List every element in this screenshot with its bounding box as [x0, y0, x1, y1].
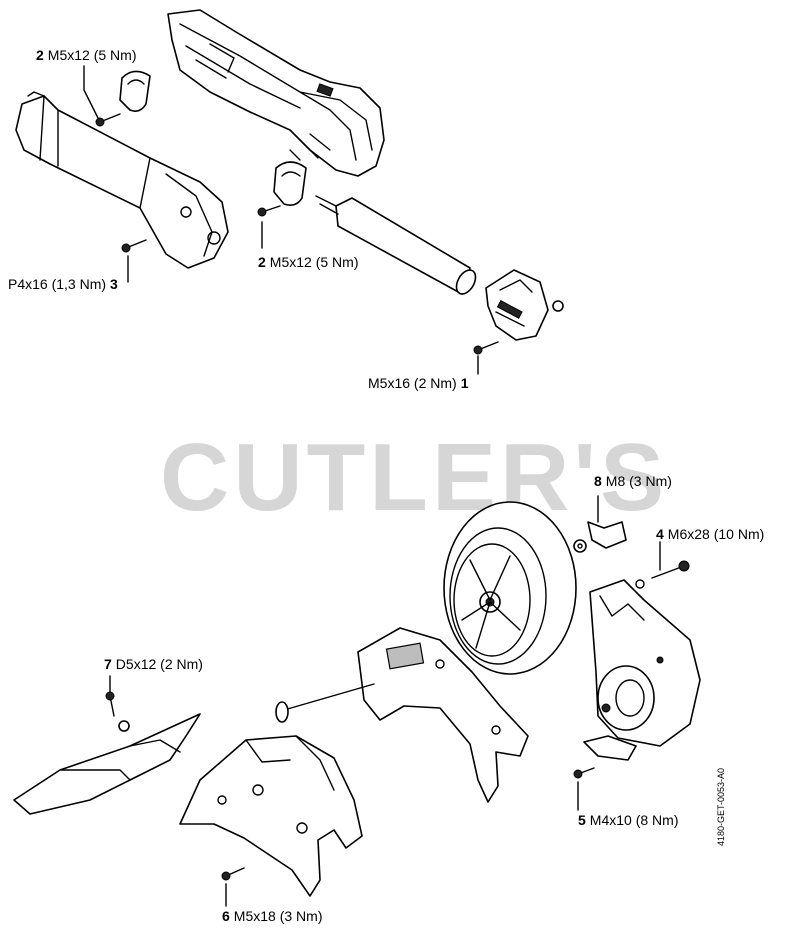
screw-item-1 [473, 341, 499, 355]
deflector-flap [13, 713, 201, 815]
screw-item-2-upper [95, 113, 121, 127]
screw-item-3 [121, 239, 147, 253]
loop-handle [485, 269, 549, 341]
gearbox-cover [583, 735, 637, 761]
bracket-plate [357, 627, 529, 803]
callout-3: P4x16 (1,3 Nm)3 [8, 276, 118, 292]
gearbox [589, 579, 701, 747]
clamp-upper [119, 70, 151, 112]
clamp-lower [273, 161, 307, 206]
tube-housing [15, 91, 229, 269]
screw-item-5 [573, 767, 595, 779]
document-id: 4180-GET-0053-A0 [716, 767, 726, 846]
leader-lines [83, 65, 661, 907]
wheel [443, 501, 577, 675]
blade-guard [179, 735, 363, 897]
screw-item-6 [221, 867, 245, 881]
control-handle-housing [167, 9, 385, 177]
long-bolt [275, 683, 375, 723]
nut-item-1 [552, 300, 564, 312]
watermark-text: CUTLER'S [160, 424, 669, 531]
screw-item-7 [105, 691, 115, 717]
wing-nut-item-8 [573, 521, 627, 553]
screw-item-4 [635, 560, 690, 589]
callout-1: M5x16 (2 Nm)1 [368, 375, 469, 391]
drive-tube [315, 195, 477, 295]
screw-item-2-lower [257, 205, 281, 217]
